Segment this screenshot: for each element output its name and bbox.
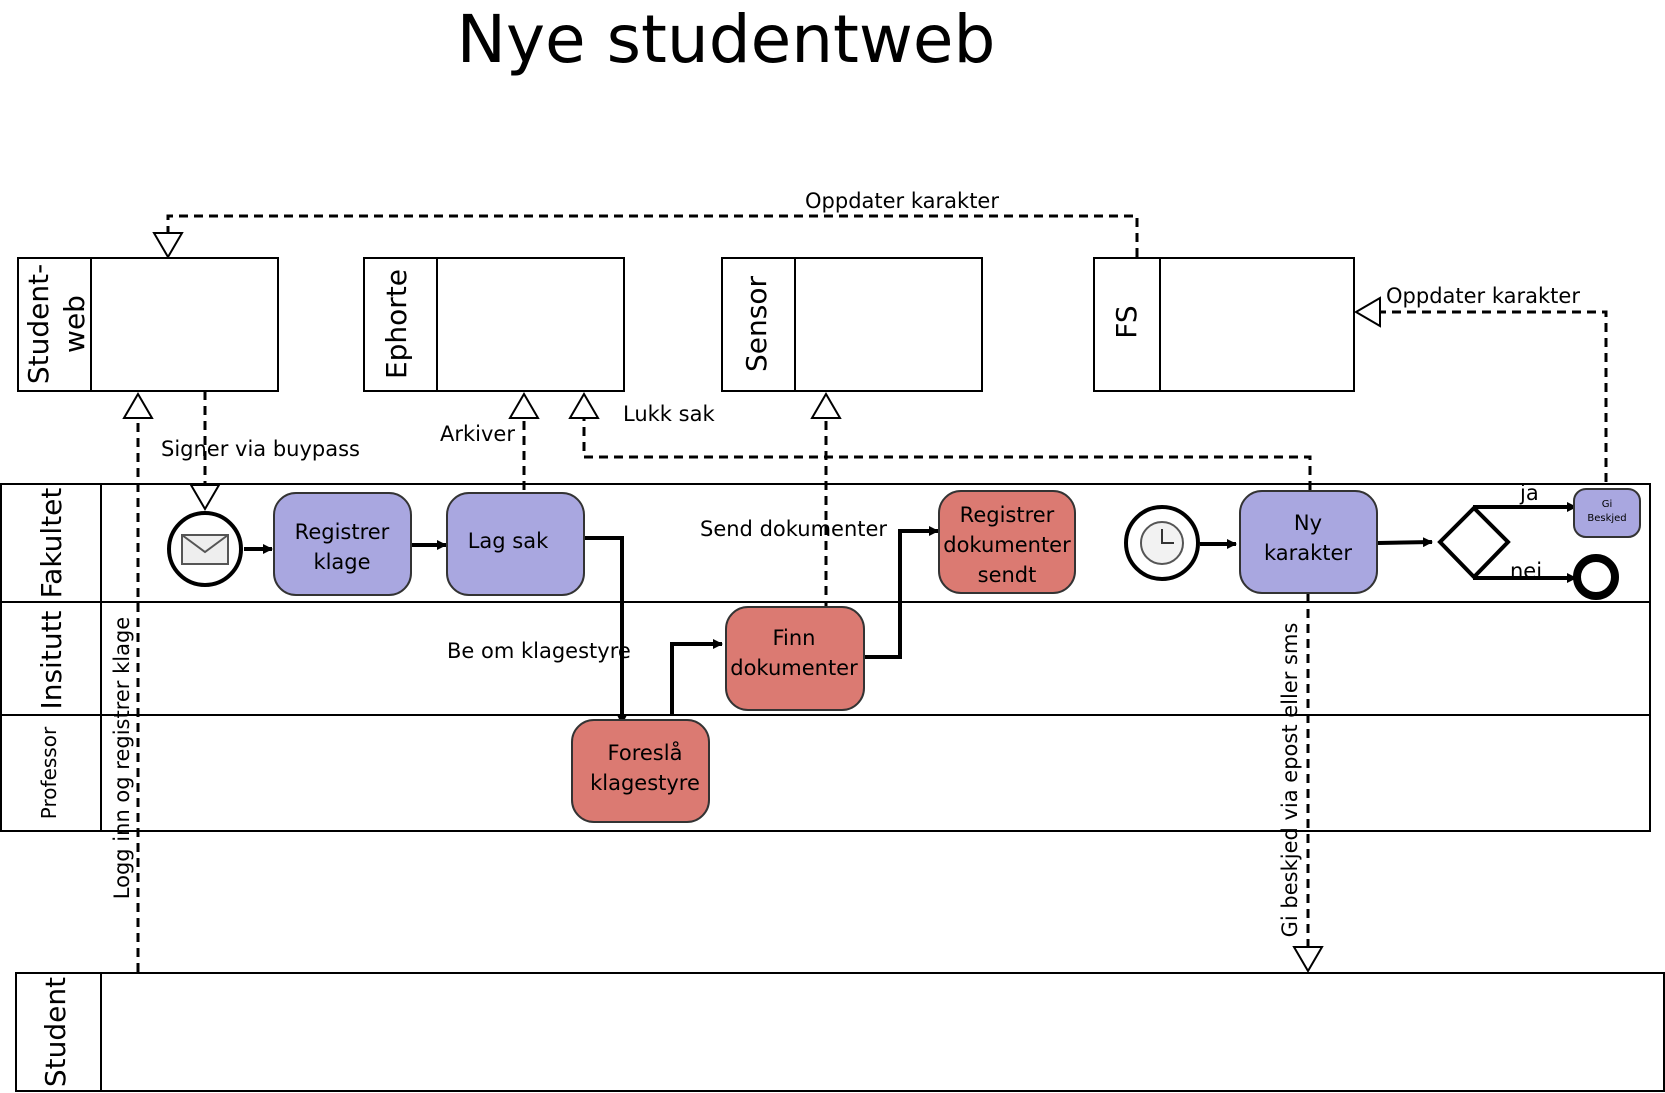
system-ephorte-label: Ephorte bbox=[380, 269, 413, 379]
task-gi-beskjed-line2: Beskjed bbox=[1587, 513, 1626, 524]
task-foresla-klagestyre: Foreslå klagestyre bbox=[571, 719, 710, 823]
task-registrer-klage-line1: Registrer bbox=[295, 520, 390, 544]
label-logg-inn: Logg inn og registrer klage bbox=[110, 617, 134, 899]
task-registrer-klage-line2: klage bbox=[313, 550, 370, 574]
msg-arrowhead-studentweb-top bbox=[152, 232, 184, 259]
pool-main: Fakultet Insitutt Professor bbox=[0, 483, 1651, 832]
system-fs: FS bbox=[1093, 257, 1355, 392]
task-lag-sak-label: Lag sak bbox=[468, 529, 549, 553]
timer-event bbox=[1124, 505, 1200, 581]
task-finn-line1: Finn bbox=[772, 626, 815, 650]
task-registrer-sendt-line3: sendt bbox=[978, 563, 1037, 587]
flow-oppdater-karakter-right bbox=[1380, 310, 1608, 482]
task-lag-sak: Lag sak bbox=[446, 492, 585, 596]
label-ja: ja bbox=[1519, 481, 1539, 505]
flow-lukk-sak bbox=[582, 419, 1312, 490]
task-gi-beskjed: Gi Beskjed bbox=[1573, 488, 1641, 538]
task-ny-karakter: Ny karakter bbox=[1239, 490, 1378, 594]
task-registrer-sendt-line2: dokumenter bbox=[943, 533, 1071, 557]
task-gi-beskjed-line1: Gi bbox=[1602, 499, 1613, 510]
pool-student: Student bbox=[15, 972, 1665, 1092]
page-title: Nye studentweb bbox=[457, 1, 996, 78]
task-finn-line2: dokumenter bbox=[730, 656, 858, 680]
task-foresla-line2: klagestyre bbox=[590, 771, 700, 795]
system-sensor: Sensor bbox=[721, 257, 983, 392]
label-lukk-sak: Lukk sak bbox=[623, 402, 715, 426]
seq-nykarakter-to-gateway bbox=[1377, 537, 1433, 548]
seq-finn-to-registrer-sendt bbox=[865, 526, 939, 659]
task-finn-dokumenter: Finn dokumenter bbox=[725, 606, 865, 711]
system-sensor-label: Sensor bbox=[740, 276, 773, 372]
system-ephorte: Ephorte bbox=[363, 257, 625, 392]
lane-fakultet-label: Fakultet bbox=[35, 488, 68, 599]
label-arkiver: Arkiver bbox=[440, 422, 515, 446]
lane-student-label: Student bbox=[39, 977, 72, 1087]
task-registrer-dokumenter-sendt: Registrer dokumenter sendt bbox=[938, 490, 1076, 594]
system-studentweb-label-1: Student- bbox=[22, 264, 55, 384]
msg-arrowhead-sensor bbox=[810, 392, 842, 419]
label-oppdater-karakter-top: Oppdater karakter bbox=[805, 189, 999, 213]
msg-arrowhead-ephorte-arkiver bbox=[508, 392, 540, 419]
label-be-om-klagestyre: Be om klagestyre bbox=[447, 639, 631, 663]
label-nei: nei bbox=[1510, 559, 1542, 583]
label-gi-beskjed-via: Gi beskjed via epost eller sms bbox=[1278, 623, 1302, 938]
label-oppdater-karakter-right: Oppdater karakter bbox=[1386, 284, 1580, 308]
flow-oppdater-karakter-top bbox=[166, 214, 1139, 257]
exclusive-gateway bbox=[1437, 505, 1511, 580]
msg-arrowhead-student bbox=[1292, 946, 1324, 973]
msg-arrowhead-start-event bbox=[189, 484, 221, 511]
system-studentweb: Student- web bbox=[17, 257, 279, 392]
task-foresla-line1: Foreslå bbox=[608, 740, 683, 765]
system-fs-label: FS bbox=[1110, 305, 1143, 338]
msg-arrowhead-ephorte-lukk bbox=[568, 392, 600, 419]
task-registrer-sendt-line1: Registrer bbox=[960, 503, 1055, 527]
lane-insitutt-label: Insitutt bbox=[35, 610, 68, 709]
msg-arrowhead-studentweb-bottom bbox=[122, 392, 154, 419]
task-ny-karakter-line2: karakter bbox=[1264, 541, 1352, 565]
task-ny-karakter-line1: Ny bbox=[1294, 511, 1322, 535]
task-registrer-klage: Registrer klage bbox=[273, 492, 412, 596]
seq-foresla-to-finn bbox=[670, 639, 723, 716]
msg-arrowhead-fs bbox=[1354, 296, 1381, 328]
end-event bbox=[1573, 554, 1619, 600]
start-event-message bbox=[167, 511, 243, 587]
seq-lagsak-to-foresla bbox=[584, 536, 627, 725]
label-send-dokumenter: Send dokumenter bbox=[700, 517, 887, 541]
system-studentweb-label-2: web bbox=[58, 295, 91, 353]
label-signer-via-buypass: Signer via buypass bbox=[161, 437, 360, 461]
lane-professor-label: Professor bbox=[37, 726, 61, 819]
